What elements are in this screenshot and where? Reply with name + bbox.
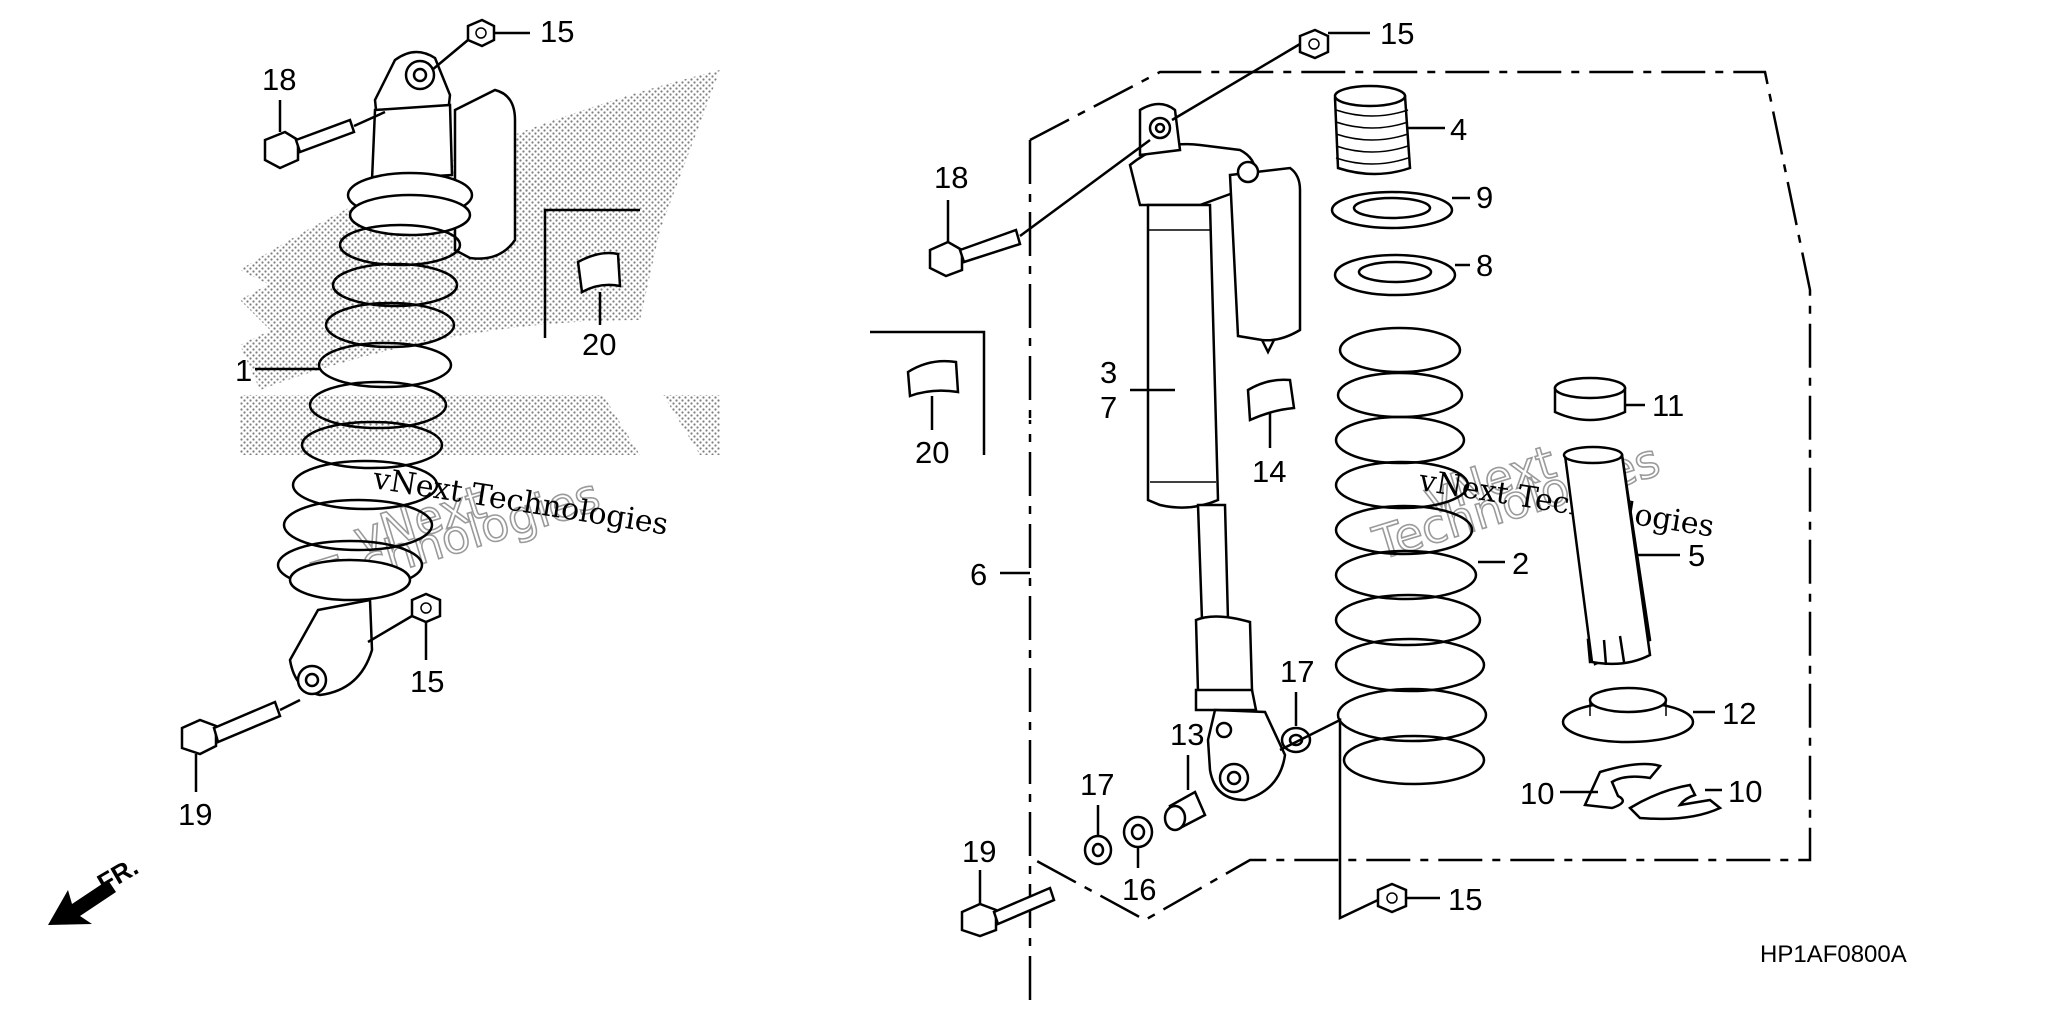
callout-left-1: 1 xyxy=(235,353,252,388)
leader-right-nut-to-eye xyxy=(1171,42,1301,122)
callout-right-14: 14 xyxy=(1252,454,1286,489)
damper-body-assembly xyxy=(1128,102,1302,802)
callout-right-17-right: 17 xyxy=(1280,654,1314,689)
left-lower-bolt xyxy=(180,700,282,756)
coil-spring-2 xyxy=(1334,326,1488,786)
damper-cylinder xyxy=(1146,203,1220,509)
collar-13 xyxy=(1163,790,1207,832)
dust-seal-17-left xyxy=(1083,834,1113,866)
right-lower-bolt xyxy=(960,886,1056,938)
callout-right-3: 3 xyxy=(1100,355,1117,390)
damper-reservoir xyxy=(1228,166,1302,342)
stopper-ring-10-left xyxy=(1583,762,1663,810)
damper-shaft xyxy=(1196,503,1230,622)
callout-right-11: 11 xyxy=(1652,388,1684,423)
leader-left-19-bolt xyxy=(279,698,301,712)
callout-right-16: 16 xyxy=(1122,872,1156,907)
callout-right-12: 12 xyxy=(1722,696,1756,731)
callout-right-7: 7 xyxy=(1100,390,1117,425)
label-sticker-14 xyxy=(1246,378,1296,448)
damper-top-eye-bore xyxy=(1154,122,1166,134)
leader-left-nut-bottom-to-clevis xyxy=(367,614,413,644)
callout-right-15-bottom: 15 xyxy=(1448,882,1482,917)
bump-stop-base xyxy=(1194,688,1258,712)
leader-left-nut-to-eye xyxy=(431,39,469,71)
leader-right-18-bolt xyxy=(1019,138,1151,238)
assembled-rear-shock-absorber xyxy=(276,50,517,697)
boundary-outline xyxy=(1029,70,1812,922)
dust-seal-17-right xyxy=(1280,726,1312,754)
callout-right-17-left: 17 xyxy=(1080,767,1114,802)
callout-right-20: 20 xyxy=(915,435,949,470)
right-flange-nut-bottom xyxy=(1376,882,1408,914)
callout-right-2: 2 xyxy=(1512,546,1529,581)
callout-left-18: 18 xyxy=(262,62,296,97)
spring-adjuster-nut-4 xyxy=(1333,84,1412,176)
left-coil-spring xyxy=(276,223,462,591)
callout-left-19: 19 xyxy=(178,797,212,832)
right-upper-bolt xyxy=(928,228,1022,278)
left-flange-nut-bottom xyxy=(410,592,442,624)
stopper-ring-10-right xyxy=(1627,783,1723,821)
right-flange-nut-top xyxy=(1298,28,1330,60)
left-upper-bolt xyxy=(263,118,356,170)
leader-left-18-bolt xyxy=(353,110,386,128)
left-reservoir-canister xyxy=(453,88,517,260)
callout-right-18: 18 xyxy=(934,160,968,195)
callout-left-15-top: 15 xyxy=(540,14,574,49)
bearing-16 xyxy=(1122,815,1154,849)
left-spring-seat xyxy=(288,558,412,602)
callout-left-15-bottom: 15 xyxy=(410,664,444,699)
damper-lower-eye-bore xyxy=(1226,770,1242,786)
left-upper-eye-bore xyxy=(412,67,428,83)
callout-right-5: 5 xyxy=(1688,538,1705,573)
callout-right-10-left: 10 xyxy=(1520,776,1554,811)
lock-ring-8 xyxy=(1333,253,1457,297)
left-lower-eye-bore xyxy=(304,672,320,688)
dust-boot-5 xyxy=(1562,445,1652,666)
lock-ring-9 xyxy=(1330,190,1454,230)
bump-stop-rubber xyxy=(1194,615,1254,697)
callout-left-20: 20 xyxy=(582,327,616,362)
callout-right-9: 9 xyxy=(1476,180,1493,215)
front-direction-arrow-icon: FR. xyxy=(48,851,143,925)
left-flange-nut-top xyxy=(466,18,496,48)
callout-right-6: 6 xyxy=(970,557,987,592)
callout-right-10-right: 10 xyxy=(1728,774,1762,809)
reservoir-cap xyxy=(1236,160,1260,184)
left-label-tag-20 xyxy=(543,208,640,338)
callout-right-13: 13 xyxy=(1170,717,1204,752)
spring-seat-12 xyxy=(1561,686,1695,744)
left-shock-body-top xyxy=(370,103,454,182)
diagram-reference-code: HP1AF0800A xyxy=(1760,941,1907,968)
callout-right-19: 19 xyxy=(962,834,996,869)
callout-right-4: 4 xyxy=(1450,112,1467,147)
leader-right-nut-to-eye xyxy=(1279,717,1379,920)
right-label-tag-20 xyxy=(870,330,986,455)
bump-stop-cap-11 xyxy=(1553,376,1627,422)
callout-right-15-top: 15 xyxy=(1380,16,1414,51)
callout-right-8: 8 xyxy=(1476,248,1493,283)
